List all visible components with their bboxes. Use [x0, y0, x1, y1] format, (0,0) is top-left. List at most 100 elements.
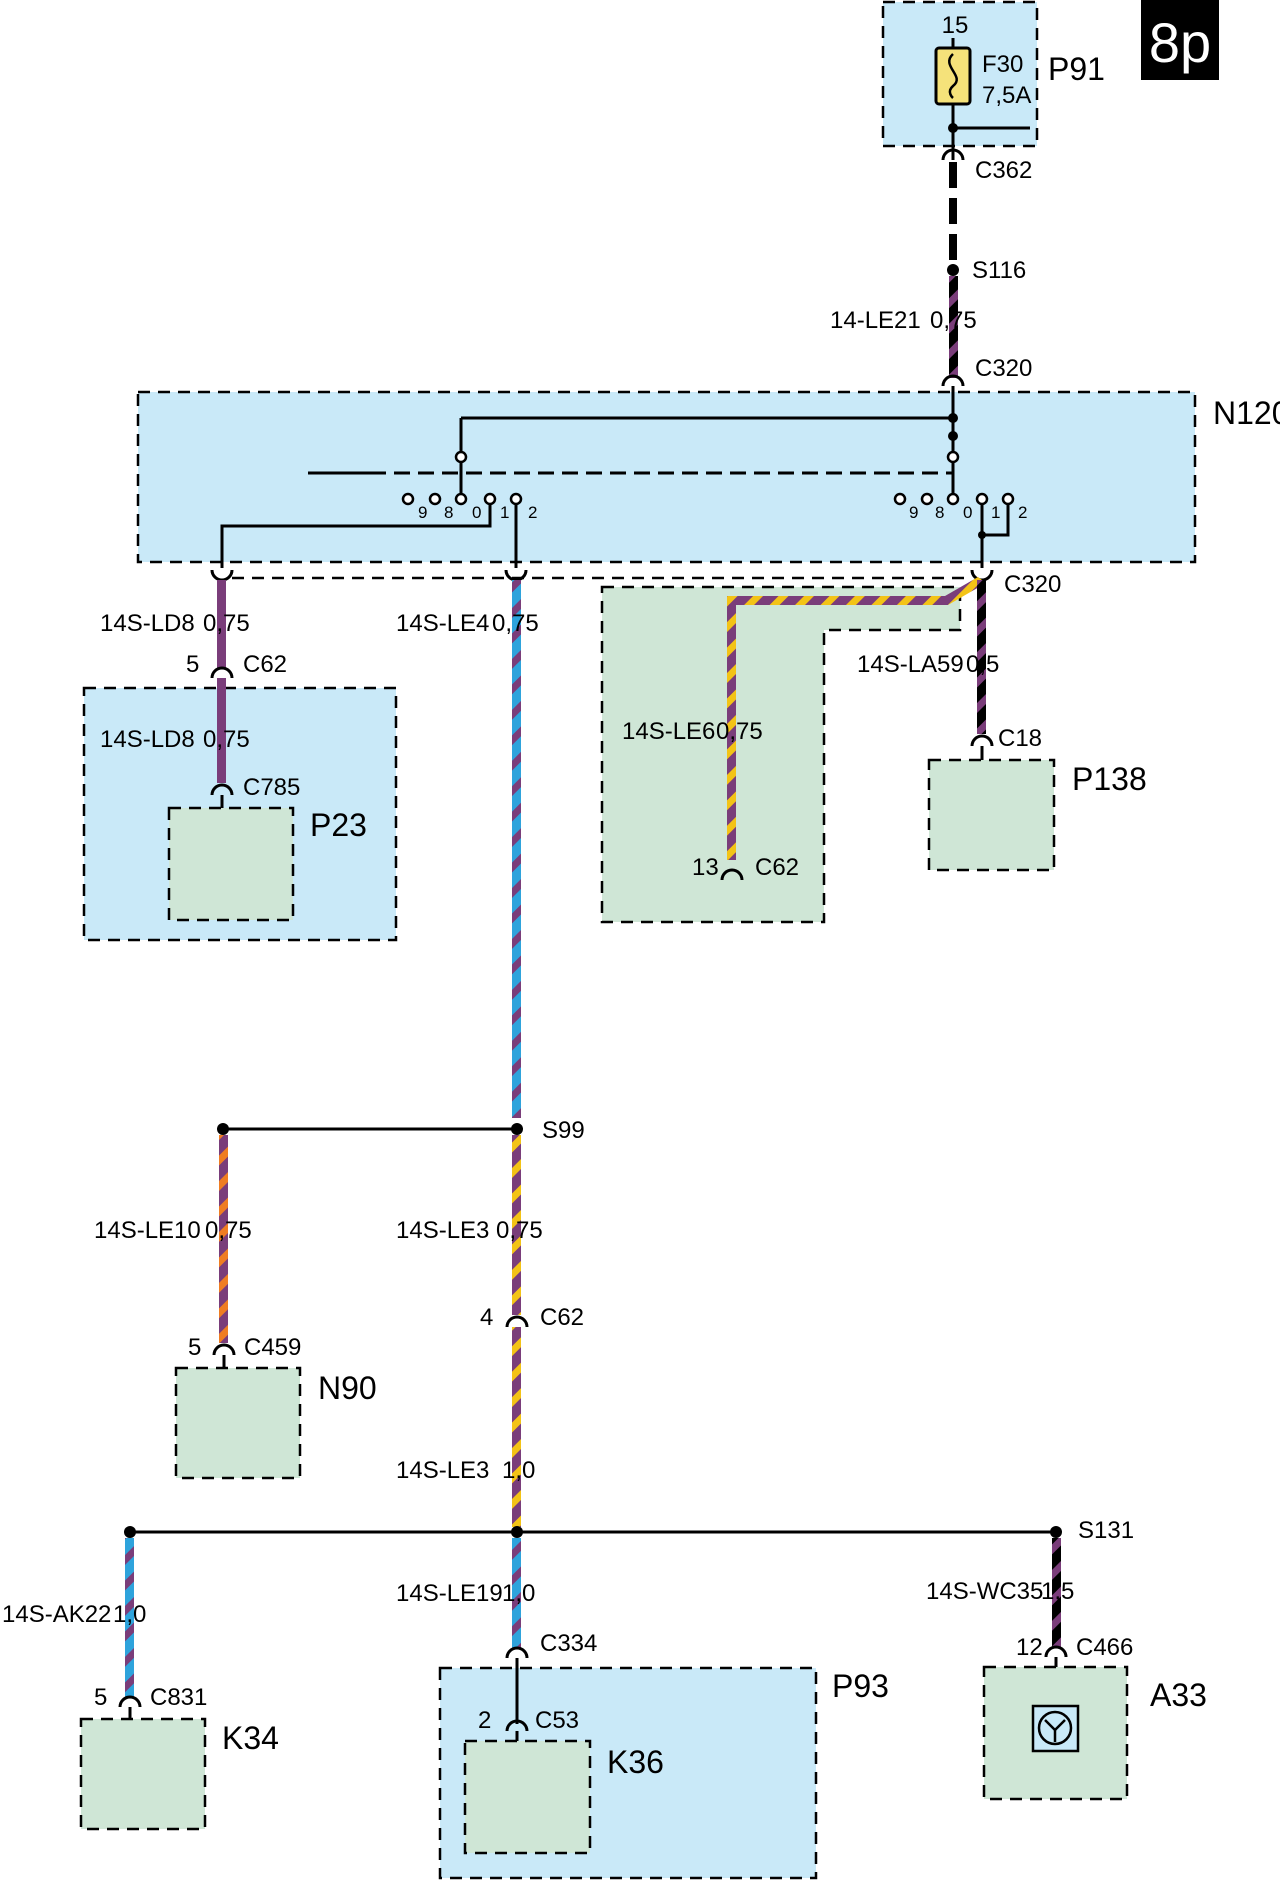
- right-contact-8: [920, 492, 934, 506]
- right-pos-2: 2: [1018, 503, 1027, 522]
- fuse-name: F30: [982, 51, 1023, 78]
- s131-label: S131: [1078, 1517, 1134, 1544]
- c18-connector: [970, 734, 994, 747]
- n120-right-internal: [980, 504, 1010, 537]
- wire-14s-le10-id: 14S-LE10: [94, 1217, 201, 1244]
- n120-switch-pivot-right: [946, 450, 960, 464]
- p91-label: P91: [1048, 51, 1105, 87]
- right-contact-2: [1001, 492, 1015, 506]
- c334-connector: [505, 1646, 529, 1659]
- wire-14s-ld8-id: 14S-LD8: [100, 610, 195, 637]
- page-tag: 8p: [1149, 11, 1211, 74]
- wire-14s-le19: [512, 1538, 521, 1648]
- fuse-f30-body: [934, 46, 972, 106]
- left-contact-8: [428, 492, 442, 506]
- wire-14s-wc35-id: 14S-WC35: [926, 1578, 1043, 1605]
- right-contact-1: [975, 492, 989, 506]
- c53-connector: [505, 1719, 529, 1732]
- wire-14s-le6-size: 0,75: [716, 718, 763, 745]
- c62-left-pin: 5: [186, 651, 199, 678]
- right-pos-1: 1: [991, 503, 1000, 522]
- s99-label: S99: [542, 1117, 585, 1144]
- wire-14s-ak22-id: 14S-AK22: [2, 1601, 111, 1628]
- left-pos-0: 0: [472, 503, 481, 522]
- right-pos-0: 0: [963, 503, 972, 522]
- c53-pin: 2: [478, 1707, 491, 1734]
- s116-label: S116: [972, 257, 1026, 284]
- wire-14s-la59: [977, 580, 986, 734]
- c62-left-label: C62: [243, 651, 287, 678]
- wire-14s-la59-id: 14S-LA59: [857, 651, 964, 678]
- c62-mid-connector: [505, 1315, 529, 1328]
- wire-14-le21: [949, 276, 958, 378]
- wire-14s-le4-id: 14S-LE4: [396, 610, 489, 637]
- c320-top-connector: [941, 374, 965, 387]
- wire-14s-wc35: [1052, 1538, 1061, 1648]
- wire-14s-ld8-p23-id: 14S-LD8: [100, 726, 195, 753]
- wire-14s-le3-1mm-id: 14S-LE3: [396, 1457, 489, 1484]
- n120-ld8-internal: [220, 504, 492, 568]
- p138-label: P138: [1072, 761, 1147, 797]
- n90-label: N90: [318, 1370, 377, 1406]
- a33-label: A33: [1150, 1677, 1207, 1713]
- wire-14s-le10-size: 0,75: [205, 1217, 252, 1244]
- c459-pin: 5: [188, 1334, 201, 1361]
- left-contact-2: [509, 492, 523, 506]
- wire-14-le21-id: 14-LE21: [830, 307, 921, 334]
- c459-label: C459: [244, 1334, 301, 1361]
- c62-left-connector: [210, 666, 234, 679]
- c62-green-connector: [720, 868, 744, 881]
- wire-14s-le3-id: 14S-LE3: [396, 1217, 489, 1244]
- left-pos-2: 2: [528, 503, 537, 522]
- wire-14s-le4-size: 0,75: [492, 610, 539, 637]
- wire-14s-ak22: [125, 1538, 134, 1698]
- left-pos-9: 9: [418, 503, 427, 522]
- n120-zone: [136, 390, 1197, 564]
- c62-green-pin: 13: [692, 854, 719, 881]
- n120-node-right-mid: [948, 431, 958, 441]
- fuse-terminal-label: 15: [942, 12, 969, 39]
- c831-label: C831: [150, 1684, 207, 1711]
- p138-module: [927, 758, 1056, 872]
- k34-label: K34: [222, 1720, 279, 1756]
- left-contact-0: [454, 492, 468, 506]
- wire-14s-la59-size: 0,5: [966, 651, 999, 678]
- c466-label: C466: [1076, 1634, 1133, 1661]
- fuse-element-icon: [948, 53, 958, 99]
- c18-label: C18: [998, 725, 1042, 752]
- c785-label: C785: [243, 774, 300, 801]
- right-contact-9: [893, 492, 907, 506]
- s116-splice-dot: [947, 264, 959, 276]
- bus-left-dot: [124, 1526, 136, 1538]
- c53-label: C53: [535, 1707, 579, 1734]
- n120-green-zone: [600, 585, 962, 924]
- a33-symbol-icon: [1031, 1704, 1080, 1753]
- n120-c62-connector-left: [210, 569, 234, 582]
- right-pos-9: 9: [909, 503, 918, 522]
- c785-connector: [210, 783, 234, 796]
- c831-pin: 5: [94, 1684, 107, 1711]
- s131-splice-dot: [1050, 1526, 1062, 1538]
- s99-branch-dot: [217, 1123, 229, 1135]
- c831-connector: [118, 1695, 142, 1708]
- wire-14s-le3-1mm-size: 1,0: [502, 1457, 535, 1484]
- c334-label: C334: [540, 1630, 597, 1657]
- c362-connector: [941, 148, 965, 161]
- wire-14s-le3: [512, 1135, 521, 1315]
- wire-14s-ak22-size: 1,0: [113, 1601, 146, 1628]
- c62-mid-label: C62: [540, 1304, 584, 1331]
- left-pos-1: 1: [500, 503, 509, 522]
- wire-14s-ld8-p23-size: 0,75: [203, 726, 250, 753]
- wire-14s-le4: [512, 580, 521, 1118]
- p93-label: P93: [832, 1668, 889, 1704]
- wire-14s-le6-id: 14S-LE6: [622, 718, 715, 745]
- wire-14s-le19-id: 14S-LE19: [396, 1580, 503, 1607]
- k36-label: K36: [607, 1744, 664, 1780]
- n90-module: [174, 1366, 302, 1480]
- left-contact-1: [483, 492, 497, 506]
- c459-connector: [212, 1343, 236, 1356]
- c466-connector: [1044, 1645, 1068, 1658]
- n120-switch-pivot-left: [454, 450, 468, 464]
- wire-14s-ld8: [217, 580, 226, 668]
